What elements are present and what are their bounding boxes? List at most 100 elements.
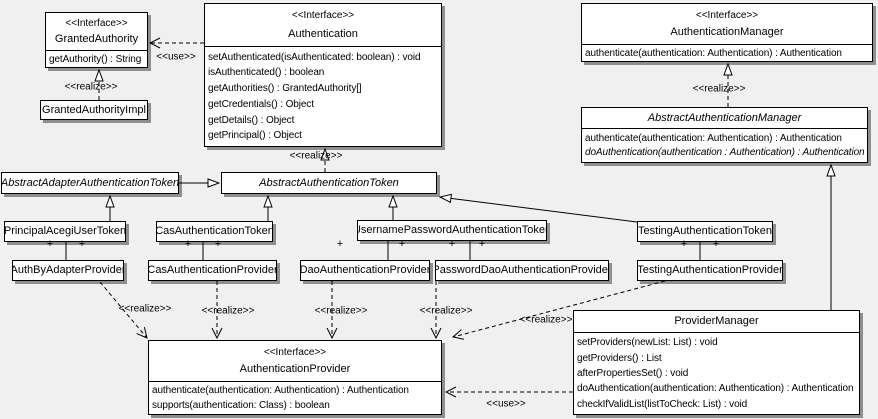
label-realize-testingauthenticationprovider: <<realize>> (519, 314, 573, 326)
association-end-plus-7: + (478, 238, 486, 250)
class-granted-authority: <<Interface>> GrantedAuthority getAuthorit… (45, 12, 148, 68)
class-principal-acegi-user-token: PrincipalAcegiUserToken (4, 221, 126, 242)
class-dao-authentication-provider-title: DaoAuthenticationProvider (301, 261, 429, 280)
class-password-dao-authentication-provider-title: PasswordDaoAuthenticationProvider (436, 261, 608, 280)
label-realize-authbyadapterprovider: <<realize>> (118, 303, 172, 315)
class-abstract-authentication-token-title: AbstractAuthenticationToken (222, 173, 436, 193)
class-provider-manager-methods: setProviders(newList: List) : void getPro… (574, 332, 859, 414)
class-testing-authentication-token-name: TestingAuthenticationToken (638, 225, 772, 238)
class-cas-authentication-provider-title: CasAuthenticationProvider (149, 261, 276, 280)
class-principal-acegi-user-token-title: PrincipalAcegiUserToken (5, 222, 125, 241)
class-authentication-provider-title: <<Interface>>AuthenticationProvider (149, 341, 441, 381)
label-realize-casauthenticationprovider: <<realize>> (201, 305, 255, 317)
class-cas-authentication-token-title: CasAuthenticationToken (157, 222, 272, 241)
class-principal-acegi-user-token-name: PrincipalAcegiUserToken (4, 225, 126, 238)
association-end-plus-2: + (184, 238, 192, 250)
class-dao-authentication-provider-name: DaoAuthenticationProvider (300, 264, 430, 277)
class-authentication-provider-method-1: supports(authentication: Class) : boolea… (152, 399, 330, 411)
class-authentication-provider-name: AuthenticationProvider (239, 363, 351, 376)
class-granted-authority-methods: getAuthority() : String (46, 50, 147, 67)
association-end-plus-4: + (336, 238, 344, 250)
class-authentication-method-5: getPrincipal() : Object (208, 130, 302, 142)
class-granted-authority-name: GrantedAuthority (54, 33, 139, 46)
class-provider-manager-method-3: doAuthentication(authentication: Authent… (577, 383, 854, 395)
label-realize-passworddaoauthenticationprovider: <<realize>> (419, 305, 473, 317)
association-end-plus-6: + (448, 238, 456, 250)
class-provider-manager-method-4: checkIfValidList(listToCheck: List) : vo… (577, 398, 748, 410)
association-end-plus-9: + (712, 238, 720, 250)
label-realize-abstractauthenticationtoken: <<realize>> (289, 150, 343, 162)
class-authentication-provider-method-0: authenticate(authentication: Authenticat… (152, 385, 409, 397)
class-dao-authentication-provider: DaoAuthenticationProvider (300, 260, 430, 281)
class-testing-authentication-token-title: TestingAuthenticationToken (638, 222, 772, 241)
class-abstract-authentication-manager-methods: authenticate(authentication: Authenticat… (582, 128, 867, 162)
class-authentication-method-1: isAuthenticated() : boolean (208, 67, 325, 79)
class-cas-authentication-provider-name: CasAuthenticationProvider (148, 264, 277, 277)
class-cas-authentication-token-name: CasAuthenticationToken (156, 225, 273, 238)
class-auth-by-adapter-provider: AuthByAdapterProvider (12, 260, 124, 281)
association-end-plus-8: + (680, 238, 688, 250)
edge-generalization-testingauthenticationtoken (440, 197, 638, 223)
label-realize-daoauthenticationprovider: <<realize>> (314, 305, 368, 317)
label-realize-grantedauthorityimpl: <<realize>> (64, 81, 118, 93)
class-granted-authority-impl-title: GrantedAuthorityImpl (41, 101, 147, 119)
class-abstract-authentication-token: AbstractAuthenticationToken (221, 172, 437, 194)
class-auth-by-adapter-provider-title: AuthByAdapterProvider (13, 261, 123, 280)
class-auth-by-adapter-provider-name: AuthByAdapterProvider (12, 264, 124, 277)
class-password-dao-authentication-provider-name: PasswordDaoAuthenticationProvider (435, 264, 609, 277)
class-authentication-stereotype: <<Interface>> (291, 10, 355, 22)
class-granted-authority-stereotype: <<Interface>> (65, 17, 128, 29)
class-testing-authentication-provider-title: TestingAuthenticationProvider (638, 261, 782, 280)
class-password-dao-authentication-provider: PasswordDaoAuthenticationProvider (435, 260, 609, 281)
class-granted-authority-impl-name: GrantedAuthorityImpl (42, 103, 146, 116)
class-testing-authentication-provider-name: TestingAuthenticationProvider (637, 264, 783, 277)
class-authentication-manager-methods: authenticate(authentication: Authenticat… (582, 44, 872, 61)
class-authentication-method-4: getDetails() : Object (208, 114, 295, 126)
class-abstract-authentication-manager-title: AbstractAuthenticationManager (582, 108, 867, 128)
class-testing-authentication-token: TestingAuthenticationToken (637, 221, 773, 242)
association-end-plus-5: + (398, 238, 406, 250)
class-authentication-method-2: getAuthorities() : GrantedAuthority[] (208, 83, 362, 95)
class-authentication: <<Interface>> Authentication setAuthentica… (204, 3, 442, 147)
class-abstract-authentication-manager-method-0: authenticate(authentication: Authenticat… (585, 132, 842, 144)
class-provider-manager-title: ProviderManager (574, 311, 859, 332)
class-username-password-authentication-token: UsernamePasswordAuthenticationToken (357, 220, 547, 241)
class-username-password-authentication-token-title: UsernamePasswordAuthenticationToken (358, 221, 546, 240)
class-abstract-authentication-manager-name: AbstractAuthenticationManager (647, 111, 802, 124)
class-granted-authority-title: <<Interface>> GrantedAuthority (46, 13, 147, 50)
class-granted-authority-impl: GrantedAuthorityImpl (40, 100, 148, 120)
association-end-plus-1: + (78, 238, 86, 250)
class-authentication-manager: <<Interface>> AuthenticationManager authen… (581, 3, 873, 62)
class-authentication-manager-title: <<Interface>> AuthenticationManager (582, 4, 872, 44)
class-username-password-authentication-token-name: UsernamePasswordAuthenticationToken (357, 224, 547, 237)
label-use-authentication-to-grantedauthority: <<use>> (156, 51, 196, 63)
class-provider-manager-name: ProviderManager (674, 315, 759, 328)
class-testing-authentication-provider: TestingAuthenticationProvider (637, 260, 783, 281)
class-cas-authentication-provider: CasAuthenticationProvider (148, 260, 277, 281)
class-abstract-authentication-manager: AbstractAuthenticationManager authenticat… (581, 107, 868, 163)
association-end-plus-3: + (214, 238, 222, 250)
class-authentication-method-0: setAuthenticated(isAuthenticated: boolea… (208, 51, 421, 63)
class-authentication-provider: <<Interface>>AuthenticationProvider authe… (148, 340, 442, 415)
class-authentication-method-3: getCredentials() : Object (208, 98, 314, 110)
label-realize-abstractauthenticationmanager: <<realize>> (692, 83, 746, 95)
class-authentication-title: <<Interface>> Authentication (205, 4, 441, 46)
association-end-plus-0: + (46, 238, 54, 250)
class-granted-authority-method-0: getAuthority() : String (49, 53, 142, 65)
class-authentication-methods: setAuthenticated(isAuthenticated: boolea… (205, 46, 441, 146)
class-authentication-manager-stereotype: <<Interface>> (695, 9, 759, 21)
class-abstract-adapter-authentication-token: AbstractAdapterAuthenticationToken (1, 172, 179, 194)
class-abstract-adapter-authentication-token-title: AbstractAdapterAuthenticationToken (2, 173, 178, 193)
class-authentication-manager-method-0: authenticate(authentication: Authenticat… (585, 47, 842, 59)
class-provider-manager: ProviderManager setProviders(newList: Lis… (573, 310, 860, 415)
class-authentication-provider-methods: authenticate(authentication: Authenticat… (149, 381, 441, 414)
class-cas-authentication-token: CasAuthenticationToken (156, 221, 273, 242)
class-abstract-authentication-manager-method-1: doAuthentication(authentication : Authen… (585, 147, 865, 159)
class-provider-manager-method-0: setProviders(newList: List) : void (577, 337, 718, 349)
class-authentication-manager-name: AuthenticationManager (670, 26, 784, 39)
class-abstract-authentication-token-name: AbstractAuthenticationToken (259, 176, 399, 189)
class-provider-manager-method-1: getProviders() : List (577, 352, 662, 364)
label-use-providermanager-to-authenticationprovider: <<use>> (486, 398, 526, 410)
class-authentication-name: Authentication (288, 27, 358, 40)
